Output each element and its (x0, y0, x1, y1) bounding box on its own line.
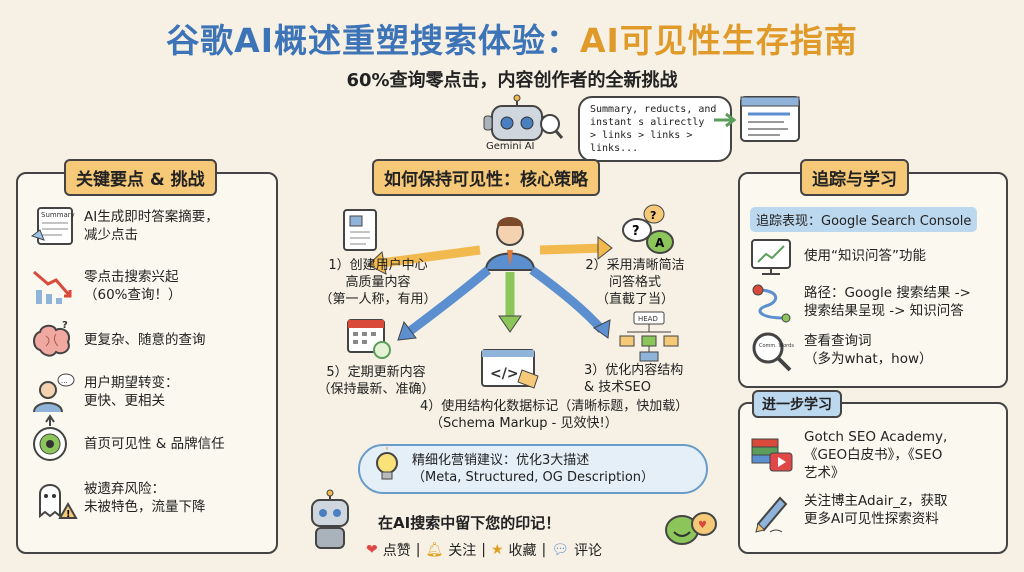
qa-bubbles-icon: ? A ? (622, 204, 674, 254)
magnifier-icon: Comm. Words (752, 332, 794, 372)
star-icon[interactable]: ★ (490, 542, 504, 558)
svg-text:♥: ♥ (698, 520, 707, 531)
head-tag-label: HEAD (638, 315, 658, 323)
summary-card-icon: Summary (30, 207, 75, 245)
code-tag-icon: </> (481, 349, 539, 389)
list-item: 使用“知识问答”功能 (750, 236, 926, 276)
strategy-3-label: 3）优化内容结构& 技术SEO (584, 363, 684, 395)
svg-text:?: ? (632, 224, 640, 239)
brain-icon: ? (33, 320, 70, 357)
svg-text:A: A (655, 236, 665, 250)
list-item: Summary AI生成即时答案摘要，减少点击 (30, 206, 219, 246)
item-text: 更复杂、随意的查询 (84, 332, 206, 348)
favorite-button[interactable]: 收藏 (508, 543, 537, 559)
item-text: 零点击搜索兴起（60%查询！） (84, 269, 182, 303)
footer-actions: ❤点赞 | 🔔︎关注 | ★收藏 | 💬︎评论 (366, 540, 602, 560)
gemini-robot-icon (483, 94, 564, 141)
footer-robot-icon (311, 489, 349, 549)
strategy-4-label: 4）使用结构化数据标记（清晰标题，快加载）（Schema Markup - 见效… (420, 399, 689, 431)
document-profile-icon (343, 209, 377, 251)
calendar-refresh-icon (347, 319, 391, 359)
smiley-bubbles-icon: ♥ (665, 512, 717, 545)
route-path-icon (752, 284, 791, 323)
item-text: 路径：Google 搜索结果 ->搜索结果呈现 -> 知识问答 (804, 285, 971, 319)
arrow-to-strategy-5 (403, 266, 491, 338)
warning-ghost-icon: ! (39, 484, 78, 520)
svg-text:</>: </> (490, 366, 519, 382)
gsc-label: 追踪表现：Google Search Console (750, 207, 978, 232)
list-item: 路径：Google 搜索结果 ->搜索结果呈现 -> 知识问答 (750, 282, 971, 323)
bubble-line: Summary, reducts, and (590, 104, 717, 115)
learning-header: 进一步学习 (752, 390, 842, 418)
separator: | (481, 542, 486, 558)
comment-icon[interactable]: 💬︎ (551, 542, 570, 558)
downtrend-chart-icon (33, 270, 72, 304)
item-text: 用户期望转变：更快、更相关 (84, 375, 179, 409)
like-button[interactable]: 点赞 (382, 543, 411, 559)
item-text: AI生成即时答案摘要，减少点击 (84, 209, 219, 243)
follow-button[interactable]: 关注 (448, 543, 477, 559)
person-icon (484, 217, 536, 271)
item-text: 使用“知识问答”功能 (804, 248, 926, 264)
bubble-line: > links > links > links... (590, 130, 693, 154)
list-item: 首页可见性 & 品牌信任 (30, 414, 225, 464)
arrow-to-strategy-2 (539, 243, 607, 255)
arrow-to-strategy-1 (373, 245, 481, 269)
title-accent: AI可见性生存指南 (580, 21, 858, 60)
speech-bubble: Summary, reducts, and instant s alirectl… (578, 96, 732, 162)
comment-button[interactable]: 评论 (574, 543, 603, 559)
page-subtitle: 60%查询零点击，内容创作者的全新挑战 (346, 70, 678, 91)
footer-cta: 在AI搜索中留下您的印记！ (378, 514, 561, 532)
bubble-line: instant s alirectly (590, 117, 705, 128)
svg-text:...: ... (61, 377, 68, 385)
magnifier-label: Comm. Words (759, 343, 794, 349)
svg-text:!: ! (66, 509, 71, 520)
list-item: 零点击搜索兴起（60%查询！） (30, 266, 182, 306)
lightbulb-icon (376, 447, 398, 480)
list-item: Comm. Words 查看查询词（多为what，how） (750, 330, 933, 372)
tip-line: （Meta, Structured, OG Description） (412, 470, 655, 485)
item-text: 被遗弃风险：未被特色，流量下降 (84, 481, 206, 515)
arrow-to-strategy-3 (529, 266, 606, 333)
list-item: ? 更复杂、随意的查询 (30, 320, 206, 360)
marketing-tip-bubble: 精细化营销建议：优化3大描述 （Meta, Structured, OG Des… (358, 444, 708, 494)
list-item: ! 被遗弃风险：未被特色，流量下降 (30, 478, 206, 520)
strategy-1-label: 1）创建用户中心高质量内容（第一人称，有用） (319, 258, 437, 307)
strategy-header: 如何保持可见性：核心策略 (372, 159, 600, 196)
head-structure-icon: HEAD (619, 311, 679, 362)
books-video-icon (751, 438, 793, 472)
item-text: 首页可见性 & 品牌信任 (84, 436, 225, 452)
robot-label: Gemini AI (486, 141, 535, 152)
bell-icon[interactable]: 🔔︎ (425, 542, 444, 558)
svg-text:?: ? (650, 209, 656, 222)
browser-window-icon (740, 96, 800, 142)
tracking-header: 追踪与学习 (800, 159, 909, 196)
page-title: 谷歌AI概述重塑搜索体验：AI可见性生存指南 (0, 14, 1024, 62)
separator: | (415, 542, 421, 558)
learning-panel (738, 402, 1008, 554)
item-text: 关注博主Adair_z，获取更多AI可见性探索资料 (804, 493, 948, 527)
heart-icon[interactable]: ❤ (366, 542, 378, 558)
analytics-chart-icon (751, 239, 791, 275)
pen-writing-icon (755, 496, 788, 533)
separator: | (541, 542, 547, 558)
title-main: 谷歌AI概述重塑搜索体验： (166, 21, 580, 60)
eye-target-icon (33, 414, 67, 461)
strategy-diagram: ? A ? </> HEAD (343, 204, 679, 389)
key-points-header: 关键要点 & 挑战 (64, 159, 217, 196)
summary-card-label: Summary (41, 211, 75, 219)
tip-line: 精细化营销建议：优化3大描述 (412, 453, 590, 468)
item-text: 查看查询词（多为what，how） (804, 333, 933, 367)
strategy-2-label: 2）采用清晰简洁问答格式（直截了当） (585, 258, 685, 307)
list-item: ... 用户期望转变：更快、更相关 (30, 372, 179, 413)
strategy-5-label: 5）定期更新内容（保持最新、准确） (317, 365, 435, 397)
list-item: 关注博主Adair_z，获取更多AI可见性探索资料 (750, 490, 948, 533)
user-speech-icon: ... (33, 373, 75, 413)
arrow-right-icon (714, 112, 737, 128)
svg-text:?: ? (62, 320, 68, 331)
